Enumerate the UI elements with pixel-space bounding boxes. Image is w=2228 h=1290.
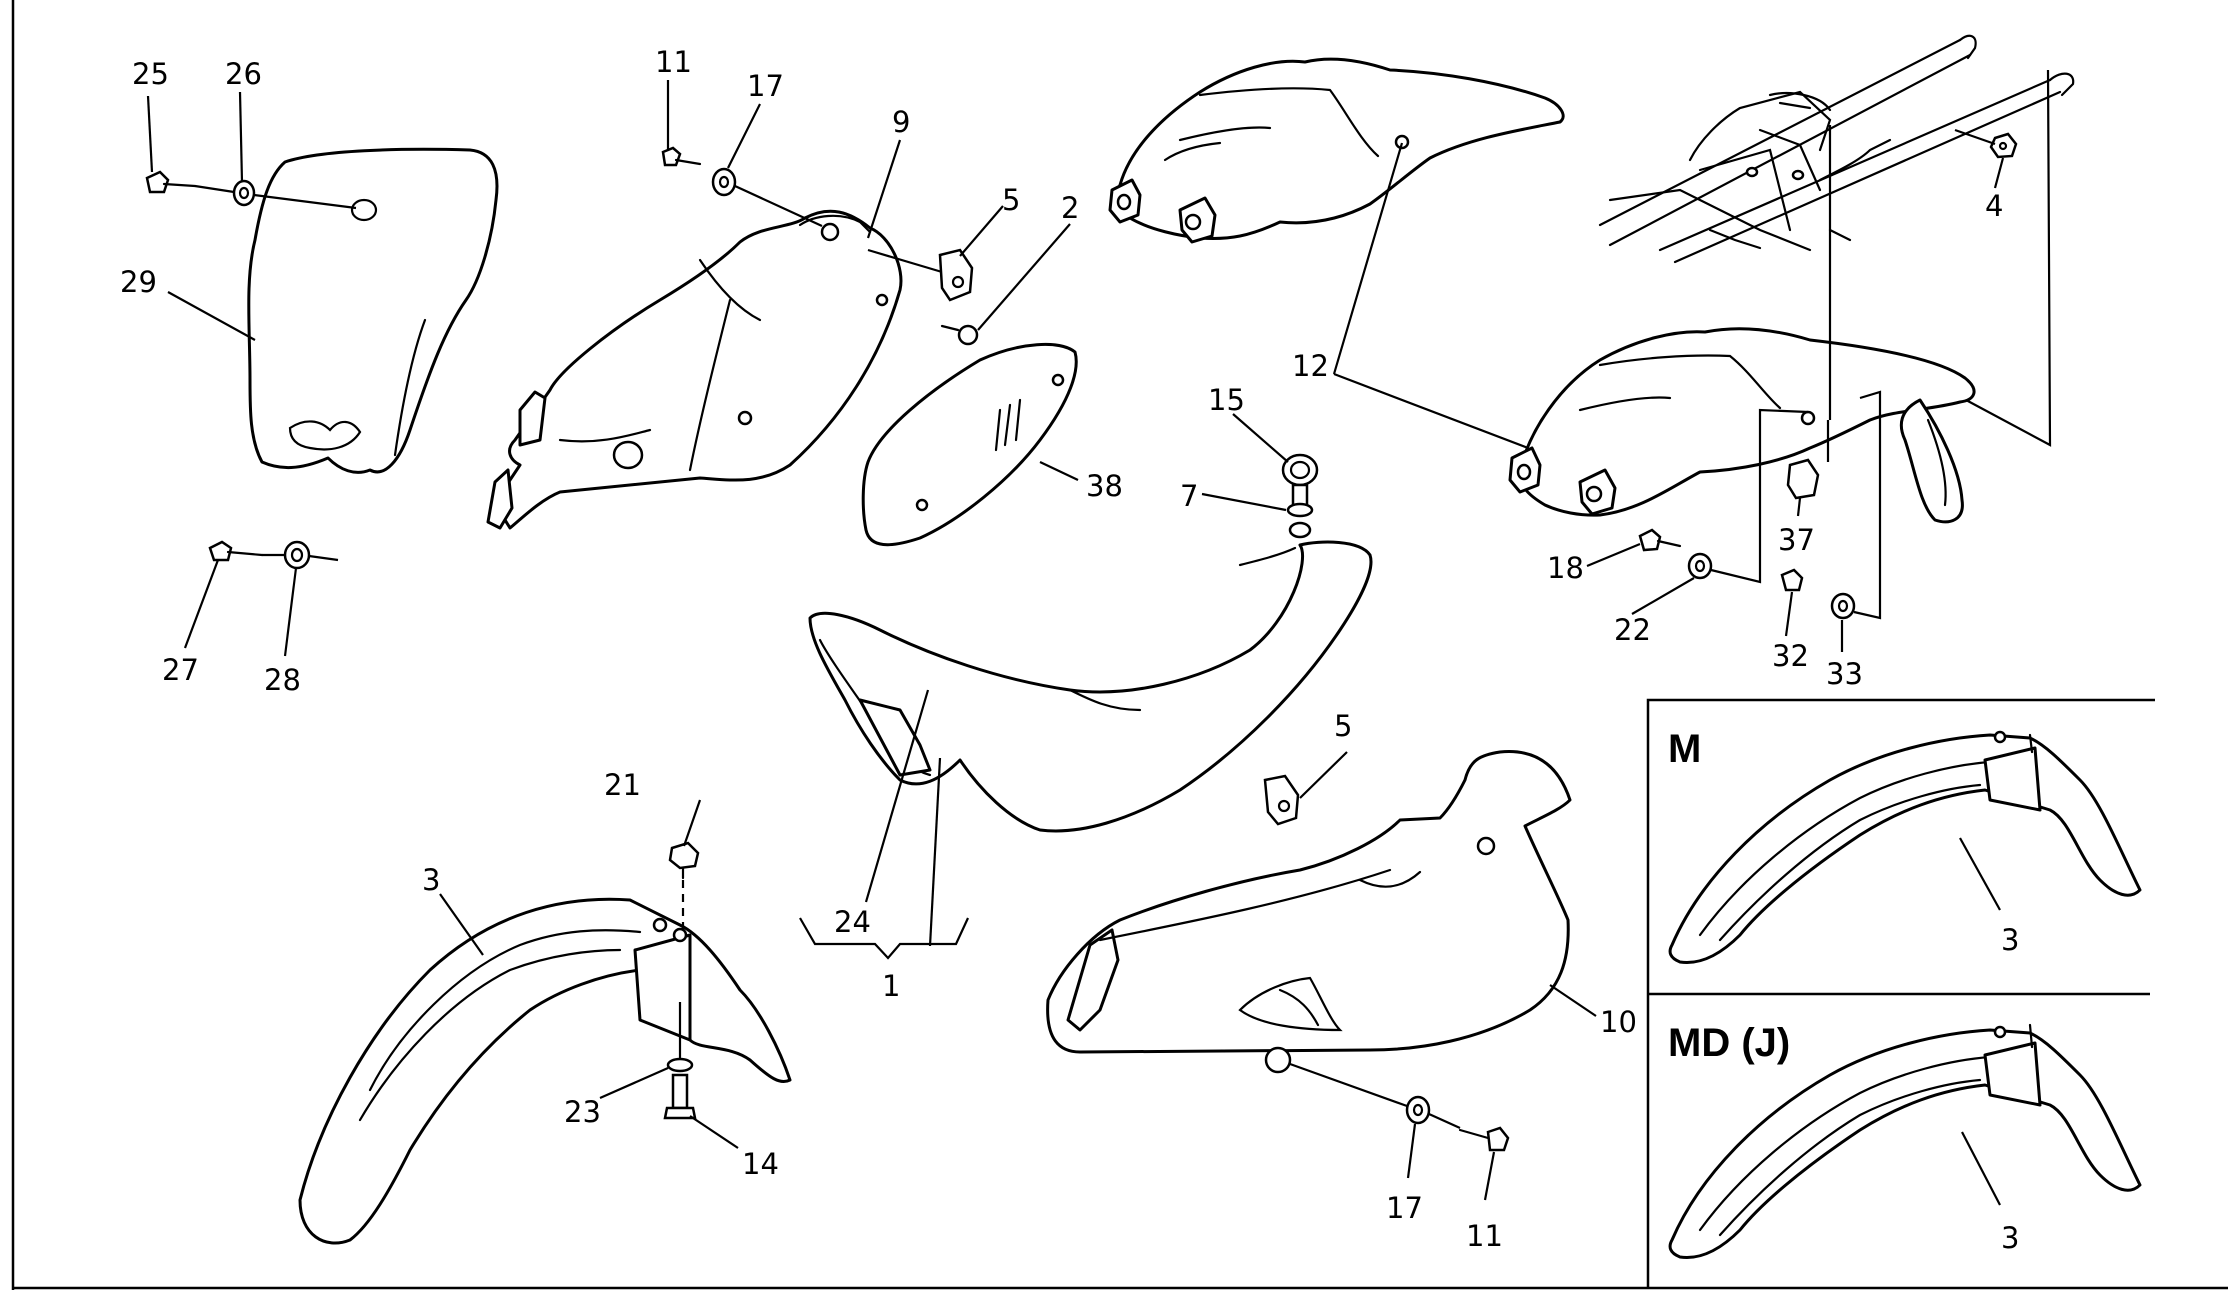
variant-box-m [1646, 698, 2155, 1288]
washer-23 [666, 1057, 694, 1073]
rear-fender-upper [1108, 57, 1565, 244]
callout-3: 3 [422, 863, 440, 897]
screw-2 [940, 324, 979, 346]
bolt-18 [1638, 528, 1682, 552]
front-fender-m [1668, 730, 2142, 965]
bolt-21 [668, 841, 700, 880]
callout-22: 22 [1614, 613, 1651, 647]
callout-17-lower: 17 [1386, 1191, 1423, 1225]
leader-25-26-line [194, 184, 357, 210]
seat [808, 521, 1373, 833]
callout-9: 9 [892, 105, 910, 139]
washer-26 [232, 179, 256, 207]
clip-nut-5-top [938, 248, 974, 302]
callout-14: 14 [742, 1147, 779, 1181]
callout-labels: 25 26 29 27 28 11 17 9 5 2 38 12 4 15 7 … [120, 45, 2019, 1255]
panel-grommet-9 [820, 222, 840, 242]
callout-2: 2 [1061, 191, 1079, 225]
leader-right-panel-line [1289, 1062, 1461, 1130]
callout-5-lower: 5 [1334, 709, 1352, 743]
callout-11-top: 11 [655, 45, 692, 79]
washer-7 [1286, 502, 1314, 518]
washer-28 [283, 540, 311, 570]
callout-10: 10 [1600, 1005, 1637, 1039]
washer-17-lower [1405, 1095, 1431, 1125]
callout-leaders [146, 80, 2005, 1206]
bolt-14 [663, 1073, 697, 1120]
bolt-27 [208, 540, 264, 562]
front-fender-md [1668, 1023, 2142, 1260]
side-cover-plate [861, 343, 1078, 547]
callout-17-top: 17 [747, 69, 784, 103]
left-side-panel [486, 209, 903, 530]
leader-frame-4-line [1954, 128, 1996, 146]
bolt-11-lower [1458, 1126, 1510, 1152]
right-side-panel [1046, 750, 1572, 1074]
rear-subframe [1598, 34, 2075, 264]
callout-32: 32 [1772, 639, 1809, 673]
callout-24: 24 [834, 905, 871, 939]
front-fender [298, 897, 792, 1245]
washer-22 [1687, 552, 1713, 580]
callout-21: 21 [604, 768, 641, 802]
callout-5-top: 5 [1002, 183, 1020, 217]
variant-label-m: M [1668, 727, 1701, 771]
callout-12: 12 [1292, 349, 1329, 383]
callout-3-m: 3 [2001, 923, 2019, 957]
callout-29: 29 [120, 265, 157, 299]
seat-bolt-15 [1281, 453, 1319, 507]
front-number-plate [247, 147, 499, 474]
leader-27-28-line [262, 553, 339, 562]
clip-nut-5-lower [1263, 774, 1300, 826]
callout-25: 25 [132, 57, 169, 91]
callout-18: 18 [1547, 551, 1584, 585]
callout-11-lower: 11 [1466, 1219, 1503, 1253]
callout-33: 33 [1826, 657, 1863, 691]
callout-1: 1 [882, 969, 900, 1003]
callout-23: 23 [564, 1095, 601, 1129]
variant-label-md: MD (J) [1668, 1021, 1790, 1065]
callout-37: 37 [1778, 523, 1815, 557]
bolt-11-top [661, 146, 702, 167]
washer-33 [1830, 592, 1856, 620]
leader-11-17-panel-line [734, 185, 943, 274]
callout-26: 26 [225, 57, 262, 91]
clip-37 [1786, 458, 1820, 500]
callout-15: 15 [1208, 383, 1245, 417]
bolt-25 [145, 170, 197, 194]
rear-fender-lower [1508, 327, 1976, 524]
callout-28: 28 [264, 663, 301, 697]
bolt-32 [1780, 568, 1804, 592]
callout-27: 27 [162, 653, 199, 687]
washer-17-top [711, 167, 737, 197]
leader-rear-fender-line [1710, 69, 2052, 620]
callout-38: 38 [1086, 469, 1123, 503]
callout-4: 4 [1985, 189, 2003, 223]
callout-7: 7 [1180, 479, 1198, 513]
callout-3-md: 3 [2001, 1221, 2019, 1255]
nut-4 [1989, 132, 2018, 159]
